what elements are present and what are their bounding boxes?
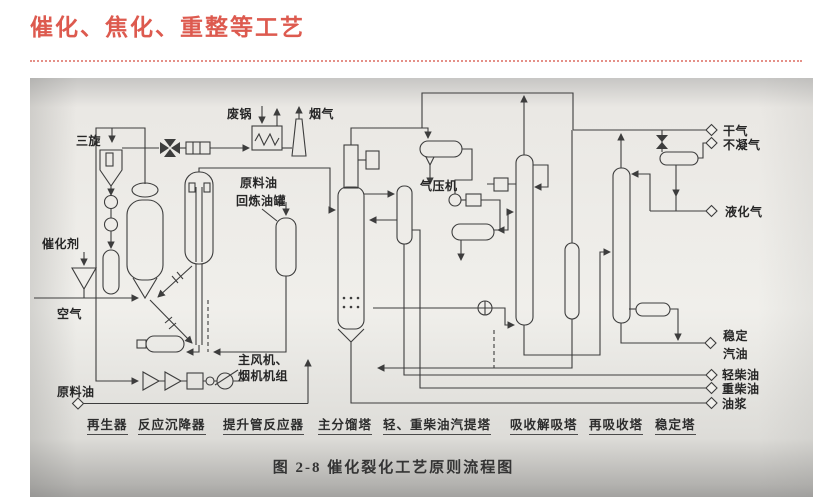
heavy-diesel-terminal-diamond <box>705 381 718 395</box>
stream-labels: 三旋 废锅 烟气 催化剂 空气 原料油 原料油 回炼油罐 气压机 主风机、 烟机… <box>42 106 763 411</box>
reaction-settler-vessel <box>184 171 214 265</box>
four-way-valve <box>160 139 180 157</box>
compressor-discharge-drum <box>451 208 514 261</box>
light-diesel-label: 轻柴油 <box>722 367 760 382</box>
heavy-diesel-label: 重柴油 <box>722 381 760 396</box>
waste-heat-boiler-box <box>251 125 283 151</box>
flue-gas-piping <box>95 106 303 385</box>
gas-compressor-unit <box>448 148 505 234</box>
equipment-label-riser-reactor: 提升管反应器 <box>223 414 305 435</box>
muffler-box <box>185 141 211 155</box>
recycle-oil-tank <box>213 202 297 356</box>
fractionator-overhead-system <box>350 92 574 185</box>
non-condensable-gas-label: 不凝气 <box>723 137 761 152</box>
recycle-tank-label-line1: 原料油 <box>240 175 278 190</box>
equipment-label-main-fractionator: 主分馏塔 <box>318 414 373 435</box>
equipment-label-stabilizer: 稳定塔 <box>655 414 696 435</box>
main-blower-label-line2: 烟机机组 <box>238 368 288 383</box>
diesel-stripper-column <box>364 185 413 245</box>
recycle-tank-label-line2: 回炼油罐 <box>236 193 286 208</box>
main-fractionator-column <box>337 144 380 343</box>
three-stage-cyclone-label: 三旋 <box>76 133 102 148</box>
product-lines <box>350 229 706 404</box>
lpg-terminal-diamond <box>705 204 718 218</box>
air-label: 空气 <box>57 306 82 321</box>
light-diesel-terminal-diamond <box>705 368 718 382</box>
feed-oil-terminal-diamond <box>71 397 85 410</box>
stabilized-gasoline-label-line2: 汽油 <box>723 346 748 361</box>
oil-slurry-terminal-diamond <box>705 396 718 410</box>
reflux-pump <box>373 300 515 368</box>
main-blower-turbine-train <box>142 369 244 391</box>
equipment-label-diesel-stripper: 轻、重柴油汽提塔 <box>383 414 492 435</box>
stabilized-gasoline-label-line1: 稳定 <box>723 328 748 343</box>
stabilizer-column <box>612 133 705 344</box>
main-blower-label-line1: 主风机、 <box>238 352 288 367</box>
equipment-label-reabsorber: 再吸收塔 <box>589 414 644 435</box>
page-title: 催化、焦化、重整等工艺 <box>30 15 305 40</box>
feed-oil-line <box>71 359 312 410</box>
reabsorber-column <box>377 130 580 372</box>
flue-gas-label: 烟气 <box>309 106 334 121</box>
reactor-vapor-line <box>198 167 336 214</box>
catalyst-label: 催化剂 <box>42 236 80 251</box>
absorber-desorber-column <box>487 95 611 356</box>
flue-gas-stack <box>291 118 307 157</box>
oil-slurry-label: 油浆 <box>722 396 748 411</box>
feed-oil-label: 原料油 <box>57 384 95 399</box>
dry-gas-label: 干气 <box>723 123 748 138</box>
orifice-chamber-vessel <box>136 335 185 353</box>
dry-gas-terminal-diamond <box>705 123 718 137</box>
lpg-label: 液化气 <box>725 204 763 219</box>
gas-compressor-label: 气压机 <box>419 178 458 193</box>
non-condensable-gas-terminal-diamond <box>705 136 718 150</box>
stabilizer-overhead-system <box>573 129 706 212</box>
equipment-label-absorber-desorber: 吸收解吸塔 <box>510 414 578 435</box>
equipment-label-regenerator: 再生器 <box>87 414 128 435</box>
third-stage-cyclone-vessel <box>99 149 123 295</box>
stabilized-gasoline-terminal-diamond <box>704 336 717 350</box>
equipment-label-reaction-settler: 反应沉降器 <box>138 414 206 435</box>
catalyst-hopper <box>71 252 97 298</box>
dotted-divider <box>30 60 802 62</box>
riser-reactor-piping <box>149 264 209 356</box>
regenerator-vessel <box>126 182 164 300</box>
figure-caption: 图 2-8 催化裂化工艺原则流程图 <box>272 460 515 476</box>
waste-heat-boiler-label: 废锅 <box>227 106 252 121</box>
